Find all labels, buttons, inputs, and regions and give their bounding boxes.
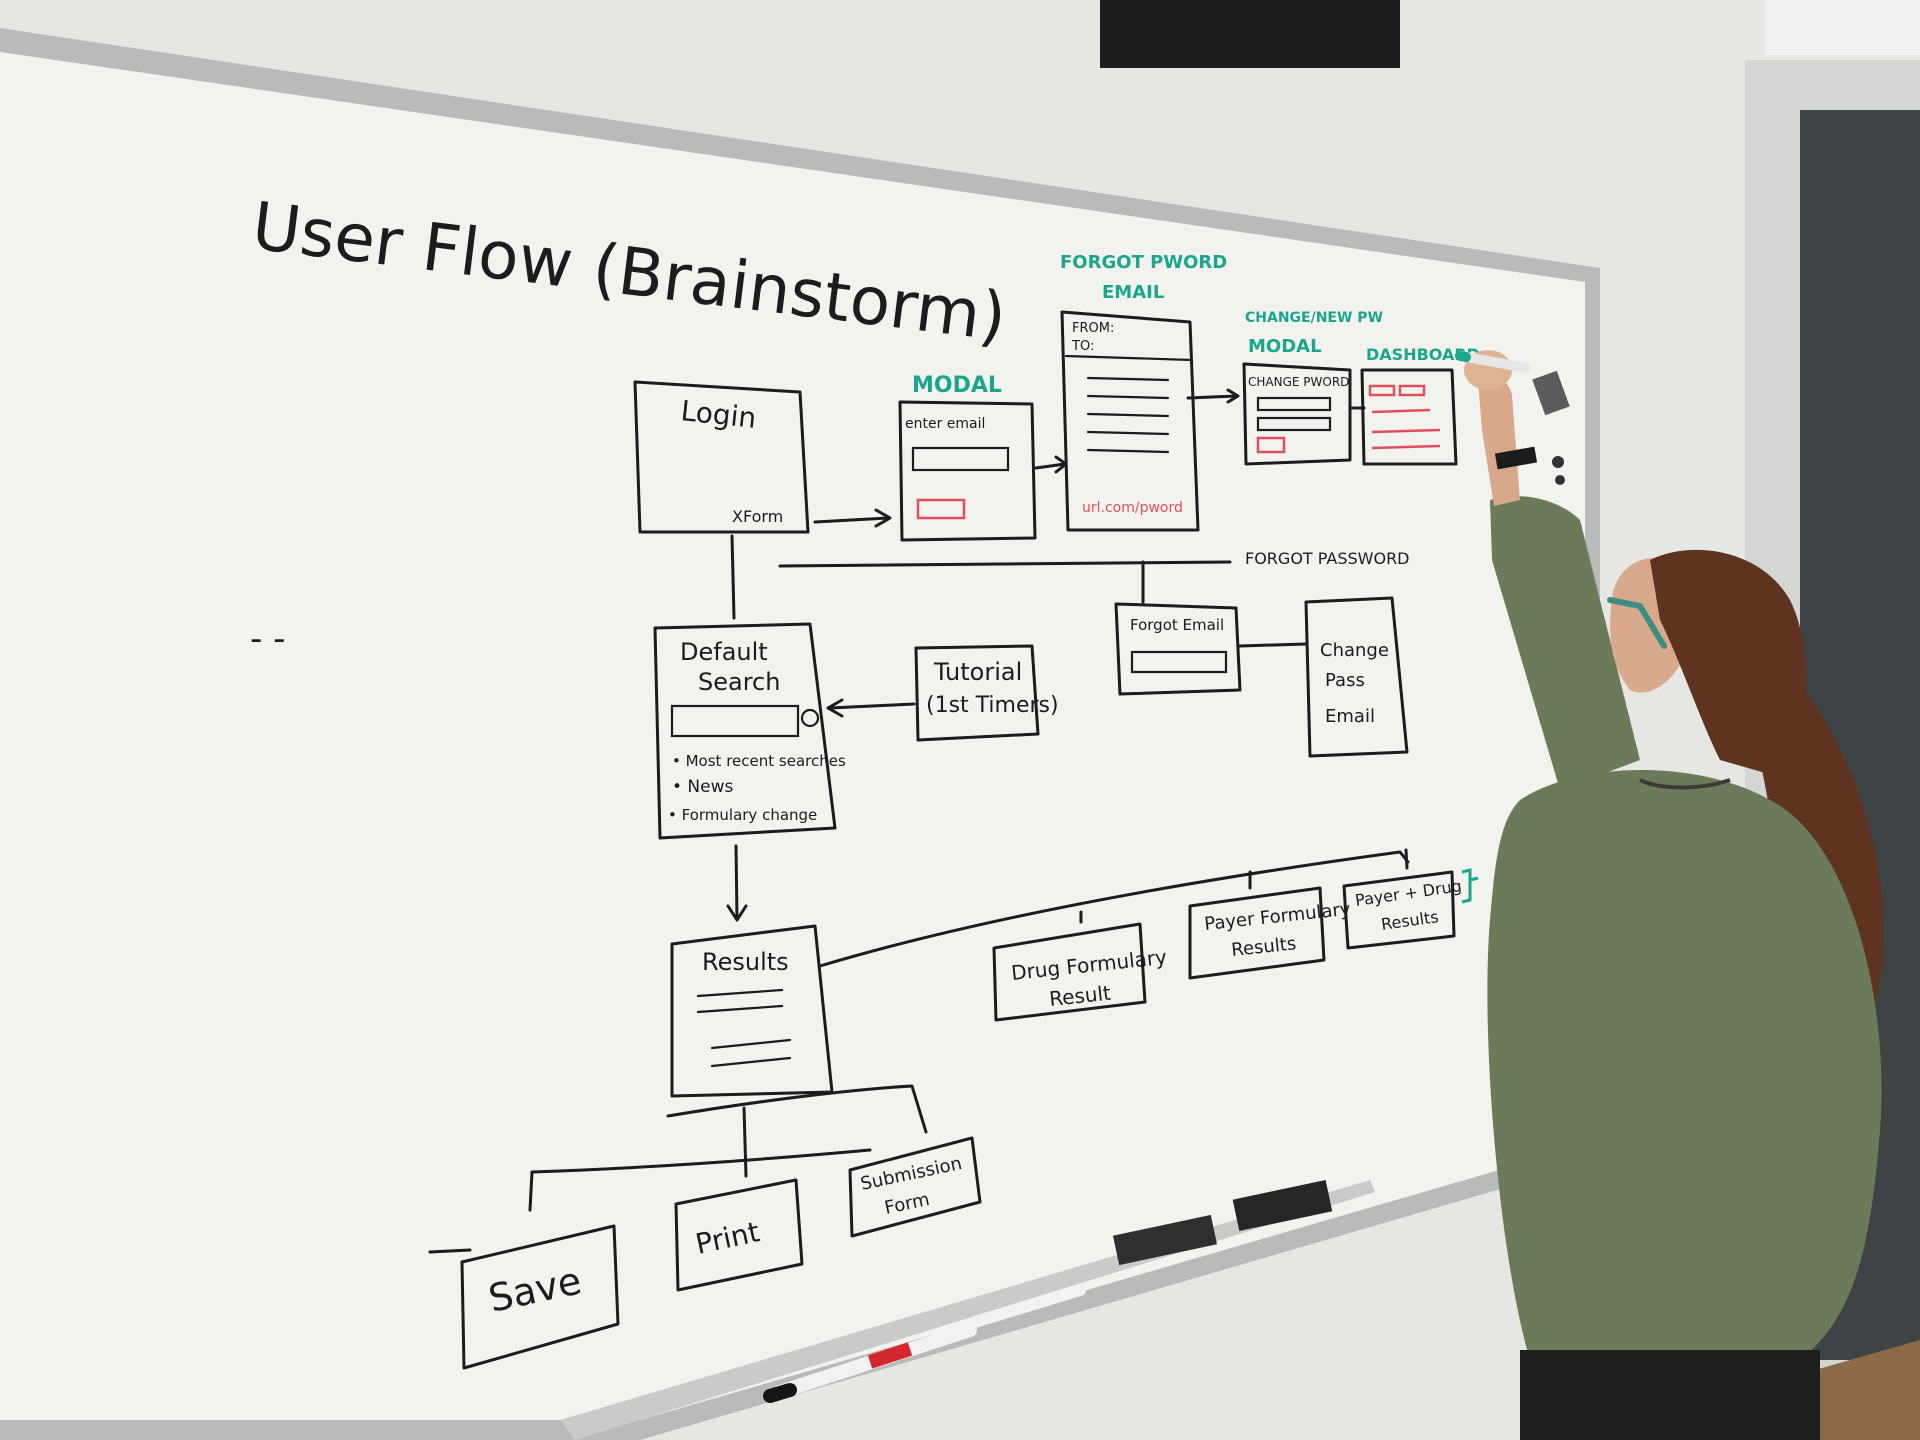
- default-search-line1: Default: [680, 638, 768, 666]
- teal-bracket: [1461, 868, 1479, 904]
- xform-label: XForm: [732, 507, 783, 526]
- change-pw-modal-title-2: MODAL: [1248, 336, 1322, 357]
- login-box: Login XForm: [633, 380, 810, 534]
- search-item-3: • Formulary change: [668, 806, 817, 824]
- change-pass-email-line3: Email: [1325, 706, 1375, 727]
- eraser-2: [1232, 1179, 1333, 1232]
- enter-email-label: enter email: [905, 416, 985, 432]
- shirt-raised-arm: [1490, 496, 1640, 790]
- forgot-pword-email-title-1: FORGOT PWORD: [1060, 252, 1227, 273]
- modal-label: MODAL: [912, 373, 1002, 398]
- person: [1455, 350, 1884, 1440]
- forearm: [1478, 376, 1520, 506]
- change-pw-modal-title-1: CHANGE/NEW PW: [1245, 310, 1383, 326]
- eraser-1: [1112, 1214, 1218, 1266]
- dashboard-label: DASHBOARD: [1366, 345, 1480, 364]
- change-pass-email-box: Change Pass Email: [1304, 596, 1409, 758]
- login-label: Login: [679, 394, 758, 435]
- marker-in-hand: [1457, 351, 1531, 373]
- email-mockup-box: FROM: TO: url.com/pword: [1060, 310, 1200, 532]
- markers-in-tray: [763, 1284, 1086, 1403]
- results-label: Results: [702, 948, 789, 976]
- board-dashes: - -: [250, 619, 285, 659]
- hair-head: [1650, 549, 1807, 780]
- door-top-panel: [1765, 0, 1920, 55]
- board-magnet: [1532, 370, 1570, 416]
- pants: [1520, 1350, 1820, 1440]
- lanyard: [1639, 778, 1731, 790]
- forgot-email-box: Forgot Email: [1114, 602, 1242, 696]
- tv-screen: [1100, 0, 1400, 68]
- modal-box: enter email: [898, 400, 1037, 542]
- forgot-password-label: FORGOT PASSWORD: [1245, 549, 1410, 568]
- glasses: [1607, 597, 1667, 649]
- shirt-torso: [1487, 770, 1882, 1360]
- tutorial-line1: Tutorial: [933, 658, 1022, 686]
- watch: [1494, 446, 1538, 470]
- forgot-pword-email-title-2: EMAIL: [1102, 282, 1164, 303]
- email-from-label: FROM:: [1072, 321, 1114, 336]
- board-magnet-round-2: [1555, 475, 1565, 485]
- results-box: Results: [670, 924, 834, 1098]
- email-to-label: TO:: [1071, 339, 1094, 354]
- tutorial-box: Tutorial (1st Timers): [914, 644, 1059, 742]
- dashboard-box: [1360, 368, 1458, 466]
- search-item-2: • News: [672, 777, 734, 797]
- board-magnet-round-1: [1552, 456, 1564, 468]
- change-pw-modal-box: CHANGE PWORD: [1242, 362, 1352, 466]
- change-pass-email-line2: Pass: [1325, 670, 1365, 691]
- change-pass-email-line1: Change: [1320, 640, 1389, 661]
- forgot-email-label: Forgot Email: [1130, 616, 1224, 634]
- change-pword-label: CHANGE PWORD: [1248, 375, 1349, 389]
- default-search-line2: Search: [698, 668, 780, 696]
- tutorial-line2: (1st Timers): [926, 693, 1059, 718]
- default-search-box: Default Search • Most recent searches • …: [653, 622, 846, 840]
- search-item-1: • Most recent searches: [672, 752, 846, 770]
- email-url-label: url.com/pword: [1082, 500, 1183, 516]
